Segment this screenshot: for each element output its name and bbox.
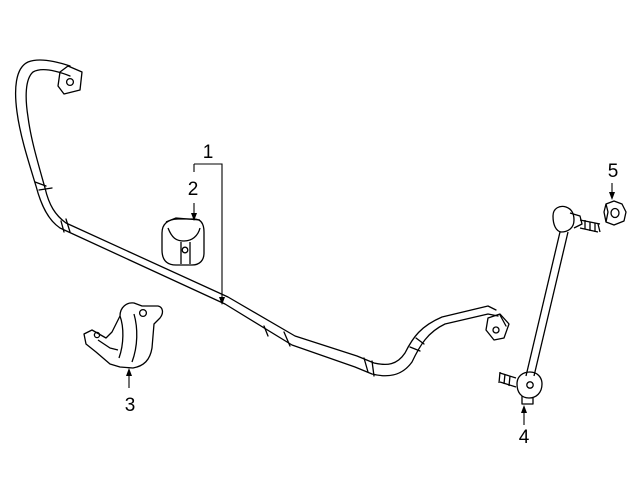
- arrow-4: [521, 405, 527, 413]
- bracket-icon: [83, 302, 164, 369]
- bushing-icon: [161, 217, 205, 266]
- callout-1: 1: [203, 142, 214, 163]
- arrow-2: [191, 213, 197, 221]
- arrow-1: [219, 297, 225, 305]
- leader-lines: [128, 163, 613, 425]
- callout-2: 2: [188, 179, 199, 200]
- callout-5: 5: [608, 161, 619, 182]
- stabilizer-bar: [14, 59, 510, 377]
- stabilizer-link-icon: [498, 205, 601, 405]
- arrowheads: [126, 192, 615, 413]
- arrow-5: [609, 192, 615, 200]
- nut-icon: [603, 200, 627, 226]
- callout-3: 3: [125, 395, 136, 416]
- callout-4: 4: [519, 427, 530, 448]
- leader-1: [194, 163, 223, 300]
- arrow-3: [126, 368, 132, 376]
